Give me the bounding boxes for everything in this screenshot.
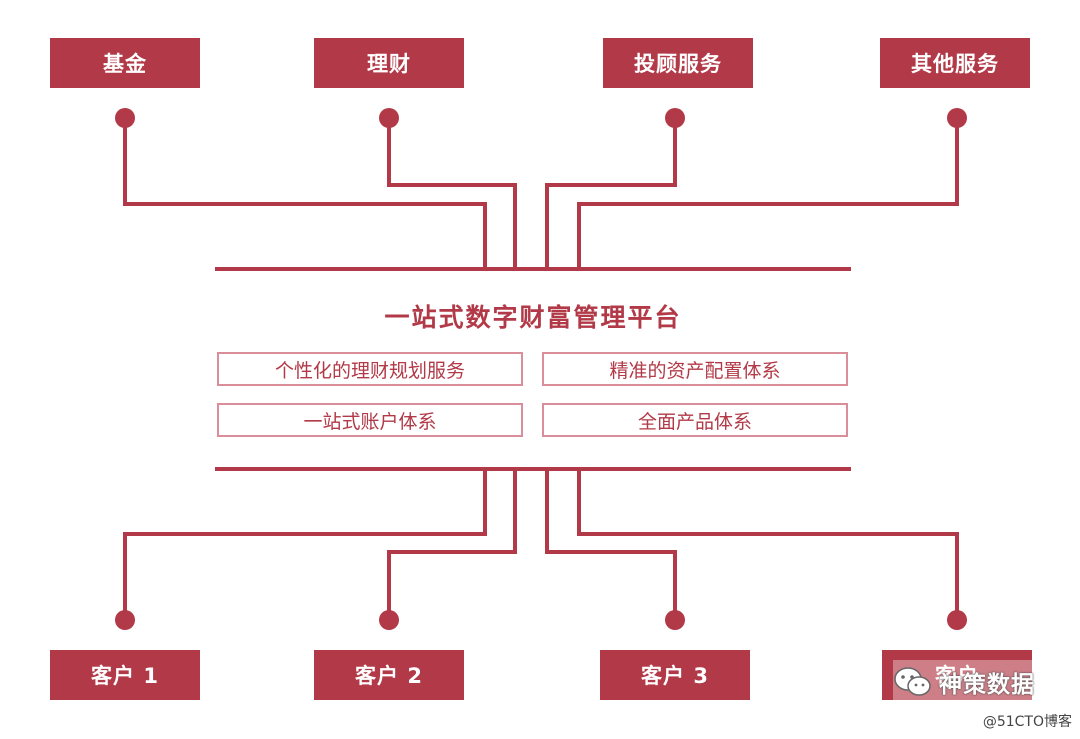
connector-top-3 — [545, 118, 677, 269]
platform-title: 一站式数字财富管理平台 — [384, 303, 682, 332]
feature-asset-allocation: 精准的资产配置体系 — [542, 352, 848, 386]
connector-dot-bottom-2 — [379, 610, 399, 630]
watermark: 神策数据 — [893, 660, 1063, 704]
watermark-subtext: @51CTO博客 — [982, 714, 1072, 730]
wechat-icon — [893, 665, 933, 699]
bottom-node-customer-2: 客户 2 — [314, 650, 464, 700]
top-node-wealth-management: 理财 — [314, 38, 464, 88]
top-node-fund: 基金 — [50, 38, 200, 88]
watermark-text: 神策数据 — [939, 672, 1035, 698]
connector-dot-top-3 — [665, 108, 685, 128]
bottom-node-customer-1: 客户 1 — [50, 650, 200, 700]
connector-bottom-4 — [577, 469, 959, 620]
top-node-other-services: 其他服务 — [880, 38, 1030, 88]
connector-bottom-1 — [123, 469, 487, 620]
connector-top-4 — [577, 118, 959, 269]
feature-account-system: 一站式账户体系 — [217, 403, 523, 437]
connector-top-2 — [387, 118, 517, 269]
connector-dot-top-2 — [379, 108, 399, 128]
connector-bottom-2 — [387, 469, 517, 620]
connector-bottom-3 — [545, 469, 677, 620]
bottom-node-customer-3: 客户 3 — [600, 650, 750, 700]
connector-top-1 — [123, 118, 487, 269]
top-node-advisory-services: 投顾服务 — [603, 38, 753, 88]
connector-dot-bottom-4 — [947, 610, 967, 630]
connector-dot-top-1 — [115, 108, 135, 128]
connector-dot-top-4 — [947, 108, 967, 128]
connector-dot-bottom-1 — [115, 610, 135, 630]
feature-product-system: 全面产品体系 — [542, 403, 848, 437]
connector-dot-bottom-3 — [665, 610, 685, 630]
feature-personalized-planning: 个性化的理财规划服务 — [217, 352, 523, 386]
